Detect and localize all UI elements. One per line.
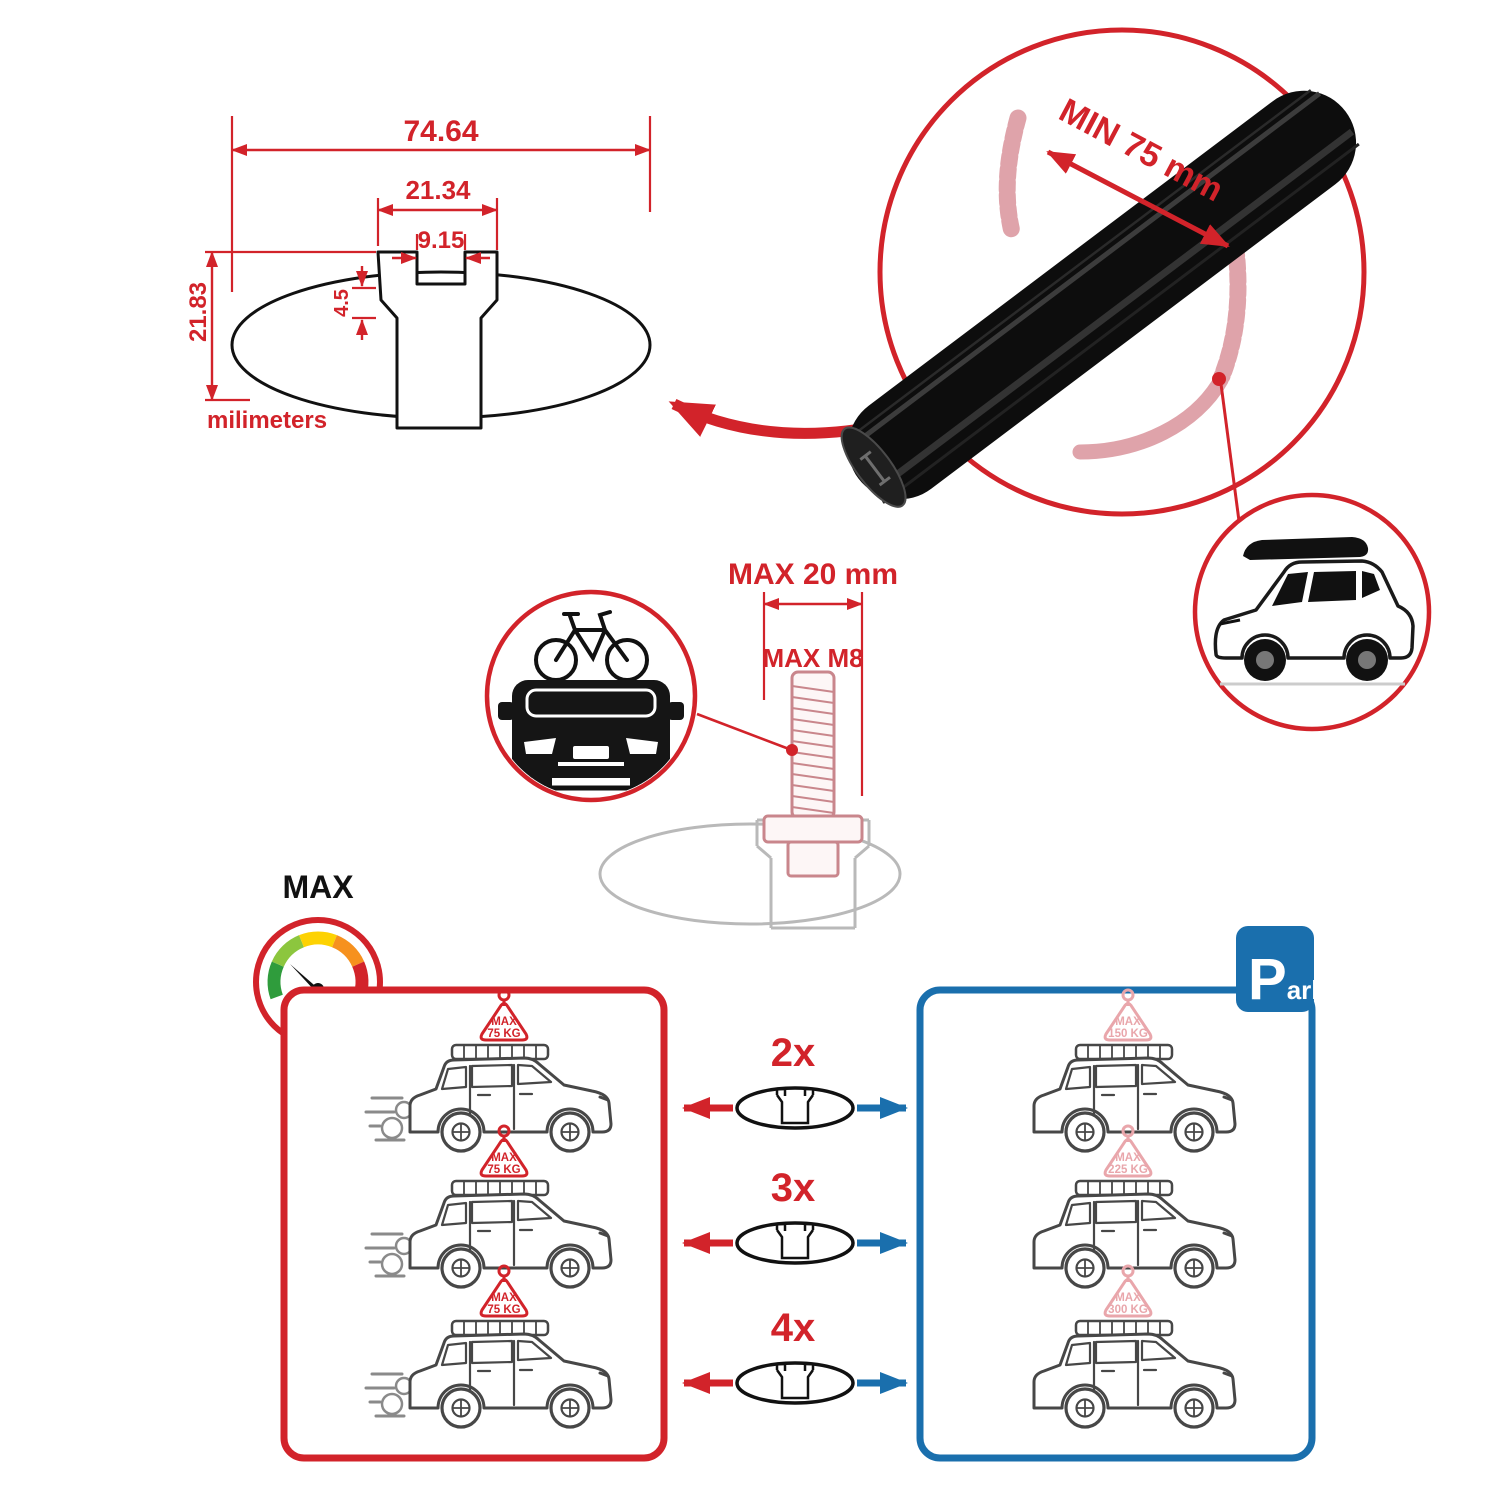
ghost-profile-ellipse: [598, 822, 902, 926]
clamp-point-dot: [1212, 372, 1226, 386]
dim-lip-height: 4.5: [331, 289, 353, 317]
bolt-diagram: MAX 20 mm MAX M8: [598, 558, 902, 930]
bar-count-label: 4x: [771, 1306, 816, 1350]
park-sign-ark: ark: [1287, 975, 1327, 1005]
t-bolt: [762, 670, 864, 878]
suv-roofbox-circle: [1192, 492, 1432, 732]
svg-text:MAX: MAX: [491, 1016, 517, 1028]
car-front: [498, 680, 684, 786]
driving-panel: MAX 75 KG MAX 75 KG MAX 75 KG: [280, 986, 668, 1462]
speed-title: MAX: [282, 869, 354, 905]
bar-count-rows: 2x 3x 4x: [682, 1031, 908, 1405]
svg-text:75 KG: 75 KG: [487, 1304, 520, 1316]
svg-text:MAX: MAX: [491, 1152, 517, 1164]
svg-text:MAX: MAX: [1115, 1016, 1141, 1028]
parking-panel: MAX 150 KG MAX 225 KG MAX 300 KG Park: [916, 926, 1326, 1462]
load-tag: MAX 300 KG: [1103, 1264, 1153, 1318]
load-tag: MAX 75 KG: [479, 1124, 529, 1178]
svg-text:75 KG: 75 KG: [487, 1028, 520, 1040]
bar-count-label: 3x: [771, 1166, 816, 1210]
min-span-arrow: [1046, 149, 1230, 249]
bolt-max-thread-label: MAX M8: [762, 643, 863, 673]
park-sign-p: P: [1248, 947, 1287, 1012]
gauge-needle: [290, 964, 321, 991]
svg-text:MAX: MAX: [1115, 1292, 1141, 1304]
dim-channel-width: 21.34: [405, 175, 471, 205]
bar-count-label: 2x: [771, 1031, 816, 1075]
svg-text:MAX: MAX: [491, 1292, 517, 1304]
dim-total-height: 21.83: [185, 282, 212, 342]
suv-windows: [1272, 571, 1380, 606]
svg-text:MAX: MAX: [1115, 1152, 1141, 1164]
svg-text:300 KG: 300 KG: [1108, 1304, 1148, 1316]
t-slot-profile: [376, 250, 499, 430]
car-bike-circle: [484, 589, 698, 803]
crossbar-detail-circle: MIN 75 mm: [840, 27, 1367, 522]
svg-text:150 KG: 150 KG: [1108, 1028, 1148, 1040]
load-tag: MAX 225 KG: [1103, 1124, 1153, 1178]
load-tag: MAX 150 KG: [1103, 988, 1153, 1042]
svg-text:225 KG: 225 KG: [1108, 1164, 1148, 1176]
crossbar-section-icon: [735, 1086, 855, 1130]
roof-box: [1243, 537, 1369, 560]
dim-total-width: 74.64: [403, 115, 478, 148]
crossbar-section-icon: [735, 1361, 855, 1405]
dim-slot-width: 9.15: [418, 227, 465, 254]
profile-dimension-diagram: 74.64 21.34 9.15 4.5 21.83 milimeters: [185, 115, 922, 439]
crossbar-section-icon: [735, 1221, 855, 1265]
leader-to-bolt: [696, 712, 790, 751]
svg-text:Park: Park: [1248, 947, 1326, 1012]
load-tag: MAX 75 KG: [479, 988, 529, 1042]
leader-to-suv-circle: [1219, 383, 1241, 522]
park-sign: Park: [1236, 926, 1326, 1012]
units-label: milimeters: [207, 407, 327, 434]
svg-text:75 KG: 75 KG: [487, 1164, 520, 1176]
bolt-max-width-label: MAX 20 mm: [728, 558, 898, 591]
bolt-point-dot: [786, 744, 798, 756]
load-tag: MAX 75 KG: [479, 1264, 529, 1318]
